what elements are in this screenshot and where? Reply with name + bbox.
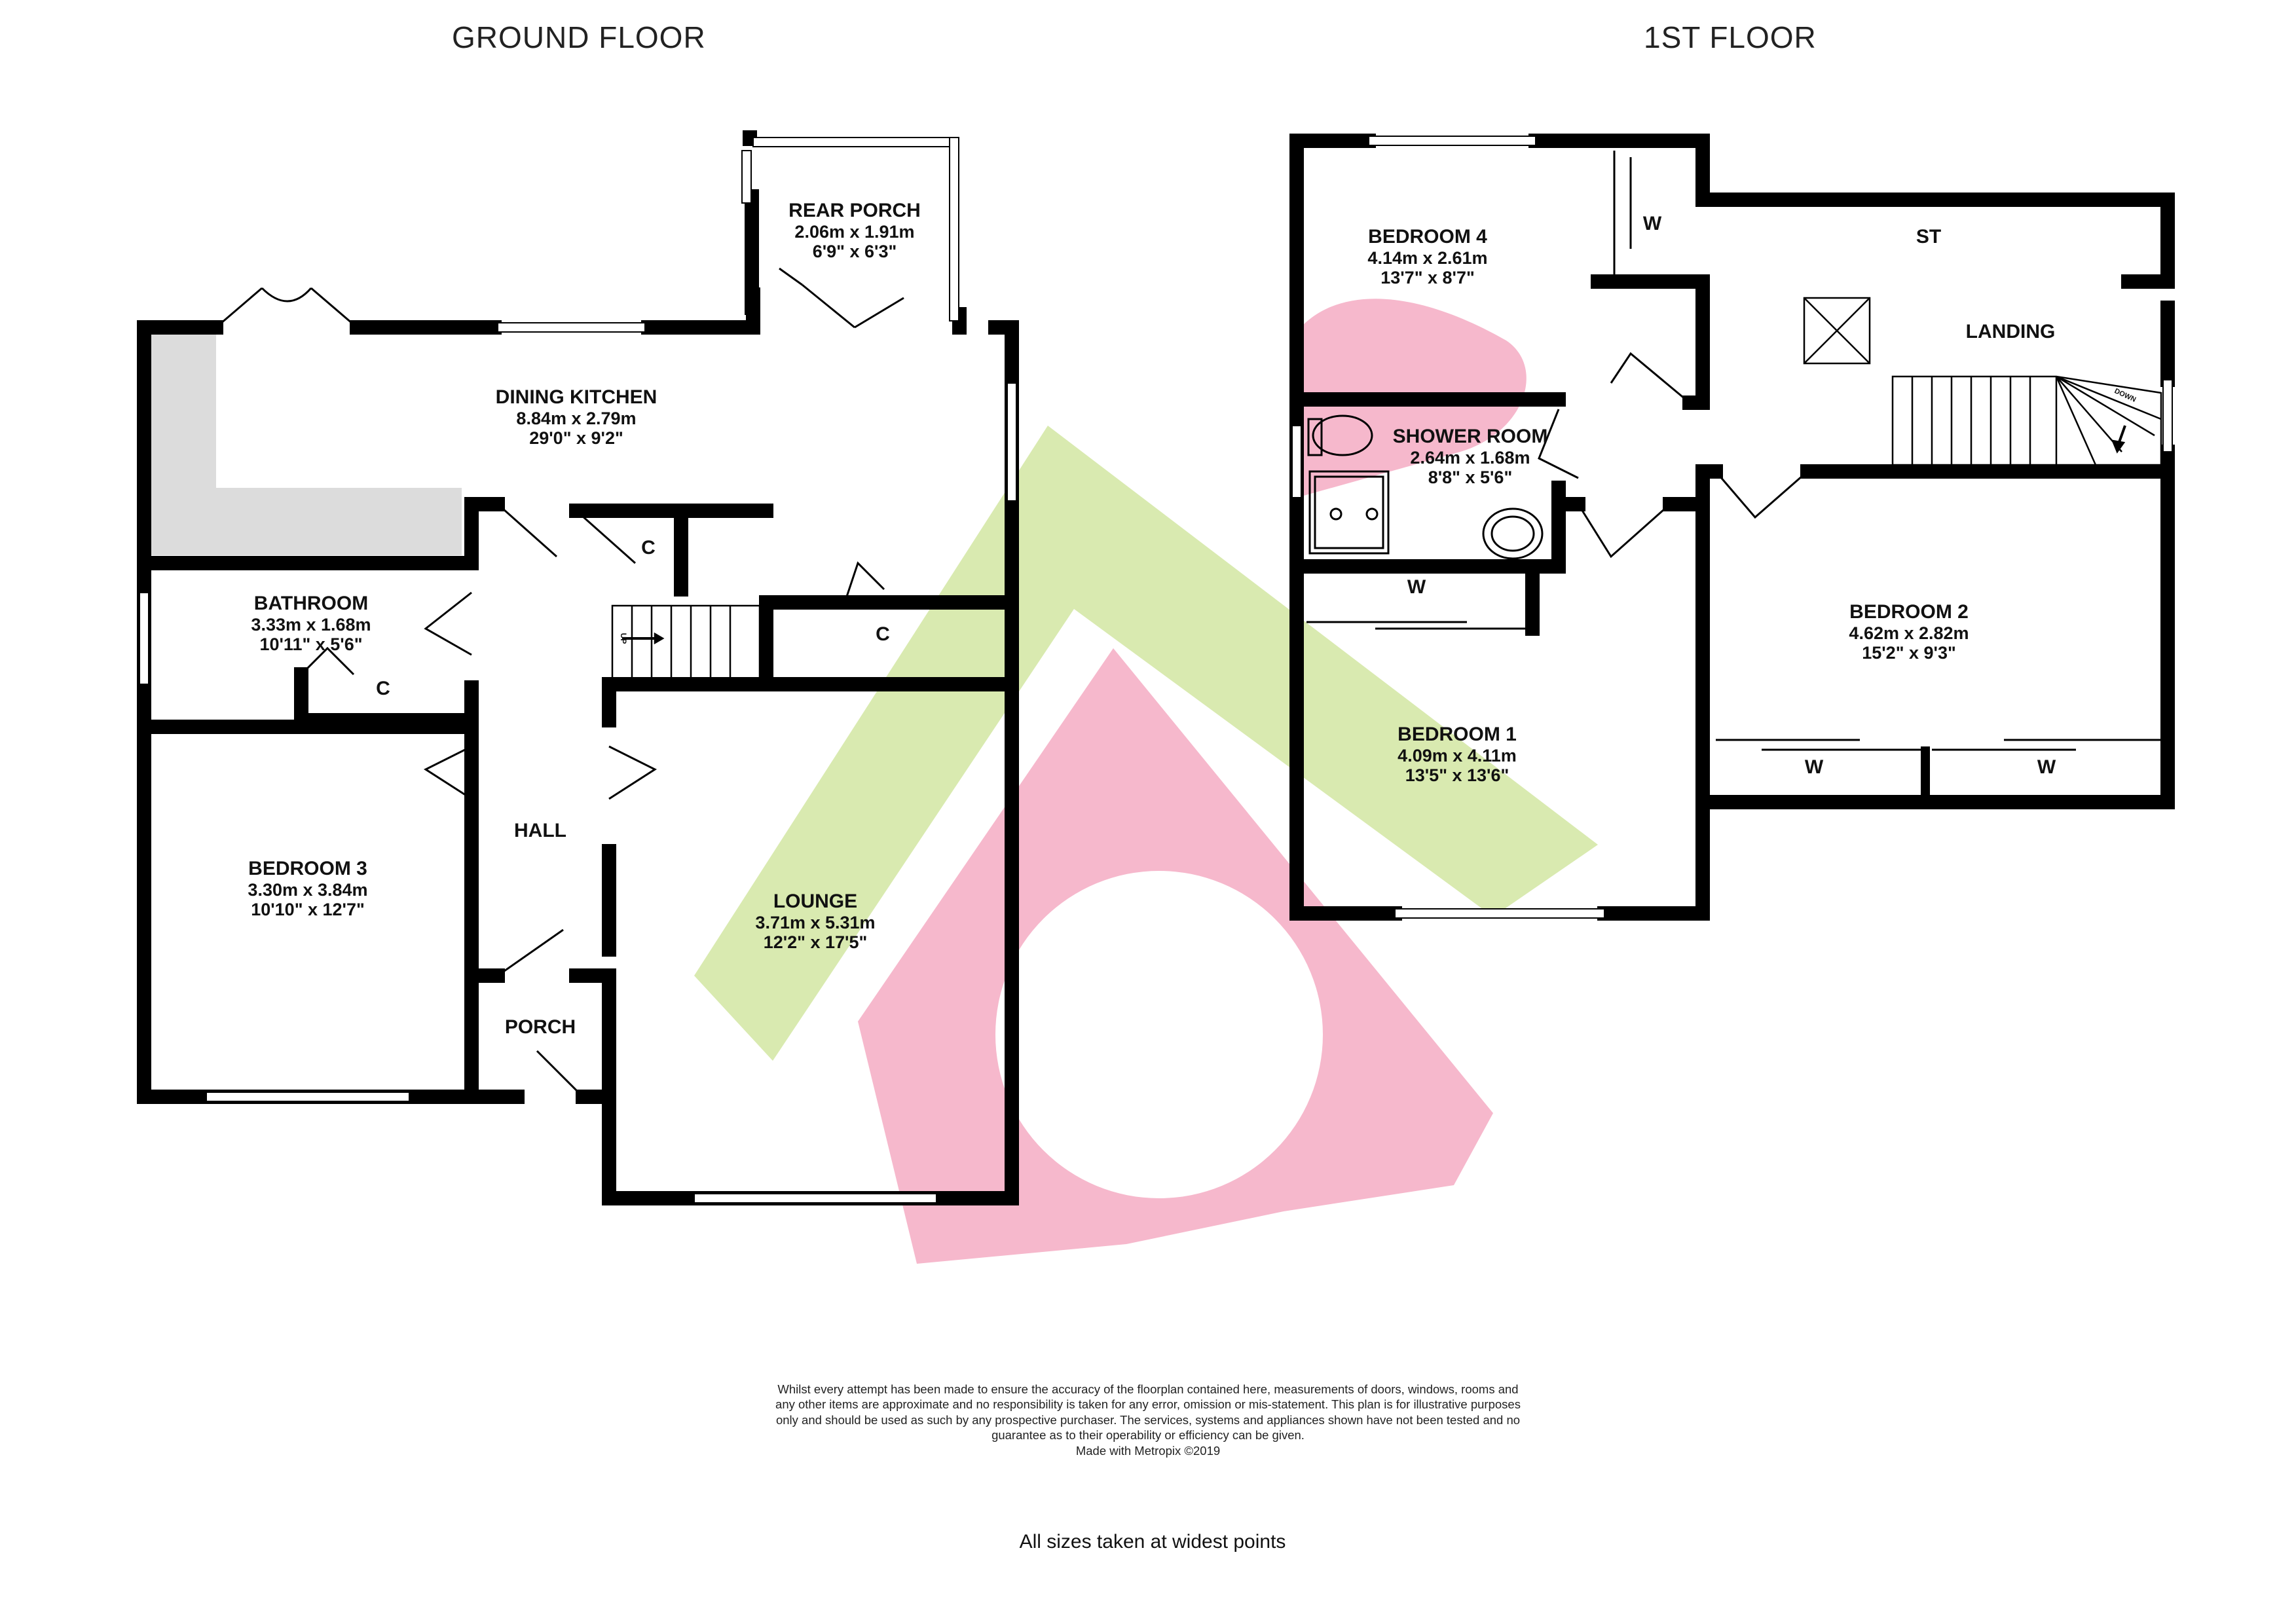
room-dimensions-imperial: 12'2" x 17'5": [763, 932, 868, 952]
ground-floor-stairs: [611, 604, 761, 682]
room-name: BEDROOM 4: [1368, 226, 1487, 248]
watermark-heart-hole: [995, 871, 1323, 1198]
first-floor-doors: [1538, 352, 1808, 559]
ground-floor-windows: [139, 137, 1017, 1204]
room-name: BATHROOM: [253, 593, 369, 614]
first-floor-title: 1ST FLOOR: [1644, 20, 1817, 54]
room-name: DINING KITCHEN: [495, 386, 657, 408]
room-dimensions-metric: 3.33m x 1.68m: [251, 614, 371, 634]
room-label-shower-room: SHOWER ROOM 2.64m x 1.68m 8'8" x 5'6": [1393, 426, 1548, 487]
disclaimer-text: Whilst every attempt has been made to en…: [775, 1382, 1521, 1458]
room-dimensions-imperial: 10'11" x 5'6": [259, 634, 363, 654]
first-floor-wardrobes: [1306, 151, 2161, 802]
room-name: REAR PORCH: [788, 200, 921, 221]
ground-floor-walls: [137, 130, 1019, 1205]
room-dimensions-metric: 2.06m x 1.91m: [794, 221, 915, 242]
room-name: BEDROOM 3: [248, 858, 367, 879]
shower-room-fittings: [1307, 414, 1544, 560]
room-name: LOUNGE: [773, 891, 858, 912]
sizes-note: All sizes taken at widest points: [1019, 1531, 1286, 1553]
room-name: BEDROOM 1: [1398, 724, 1517, 745]
room-dimensions-metric: 4.62m x 2.82m: [1849, 623, 1969, 643]
room-dimensions-metric: 2.64m x 1.68m: [1410, 447, 1530, 468]
room-name: LANDING: [1965, 321, 2056, 342]
room-label-bedroom-2: BEDROOM 2 4.62m x 2.82m 15'2" x 9'3": [1849, 601, 1969, 663]
room-name: BEDROOM 2: [1849, 601, 1969, 623]
room-name: SHOWER ROOM: [1392, 426, 1548, 447]
room-dimensions-metric: 8.84m x 2.79m: [516, 408, 637, 428]
room-label-bedroom-4: BEDROOM 4 4.14m x 2.61m 13'7" x 8'7": [1367, 226, 1487, 287]
room-dimensions-imperial: 6'9" x 6'3": [812, 241, 897, 261]
ground-floor-doors: [215, 267, 904, 1098]
ground-floor-title: GROUND FLOOR: [452, 20, 706, 54]
room-dimensions-imperial: 13'7" x 8'7": [1380, 267, 1475, 287]
wardrobe-tag-bedroom-2-left: W: [1804, 756, 1824, 778]
room-label-dining-kitchen: DINING KITCHEN 8.84m x 2.79m 29'0" x 9'2…: [496, 386, 657, 448]
watermark-house-green: [694, 426, 1598, 1061]
room-dimensions-metric: 3.30m x 3.84m: [248, 879, 368, 900]
room-name: HALL: [514, 820, 566, 841]
room-label-porch: PORCH: [505, 1016, 576, 1038]
cupboard-tag-bathroom: C: [376, 678, 390, 699]
wardrobe-tag-bedroom-2-right: W: [2037, 756, 2056, 778]
stairs-up-label: UP: [619, 633, 628, 644]
wardrobe-tag-bedroom-4: W: [1642, 213, 1662, 234]
room-label-bedroom-3: BEDROOM 3 3.30m x 3.84m 10'10" x 12'7": [248, 858, 367, 919]
room-label-lounge: LOUNGE 3.71m x 5.31m 12'2" x 17'5": [755, 891, 875, 952]
room-dimensions-imperial: 10'10" x 12'7": [251, 899, 365, 919]
disclaimer-body: Whilst every attempt has been made to en…: [775, 1382, 1521, 1443]
cupboard-tag-stairs: C: [876, 623, 890, 645]
kitchen-fitted-units: [151, 335, 462, 555]
first-floor-stairs: [1891, 375, 2162, 466]
room-label-bathroom: BATHROOM 3.33m x 1.68m 10'11" x 5'6": [251, 593, 371, 654]
cupboard-tag-kitchen: C: [641, 537, 656, 559]
room-dimensions-metric: 3.71m x 5.31m: [755, 912, 876, 932]
room-label-rear-porch: REAR PORCH 2.06m x 1.91m 6'9" x 6'3": [788, 200, 921, 261]
room-label-bedroom-1: BEDROOM 1 4.09m x 4.11m 13'5" x 13'6": [1398, 724, 1517, 785]
room-dimensions-imperial: 15'2" x 9'3": [1862, 642, 1956, 663]
room-dimensions-imperial: 29'0" x 9'2": [529, 428, 623, 448]
room-dimensions-imperial: 8'8" x 5'6": [1428, 467, 1513, 487]
wardrobe-tag-bedroom-1: W: [1407, 576, 1426, 598]
room-label-hall: HALL: [514, 820, 566, 842]
room-name: PORCH: [504, 1016, 576, 1038]
room-dimensions-metric: 4.14m x 2.61m: [1367, 248, 1488, 268]
room-dimensions-imperial: 13'5" x 13'6": [1405, 765, 1509, 785]
metropix-credit: Made with Metropix ©2019: [1075, 1443, 1221, 1458]
first-floor-windows: [1291, 136, 2173, 919]
store-tag-landing: ST: [1916, 226, 1942, 248]
landing-skylight: [1803, 297, 1871, 365]
room-label-landing: LANDING: [1966, 321, 2056, 343]
room-dimensions-metric: 4.09m x 4.11m: [1398, 745, 1517, 765]
first-floor-walls: [1289, 134, 2175, 921]
